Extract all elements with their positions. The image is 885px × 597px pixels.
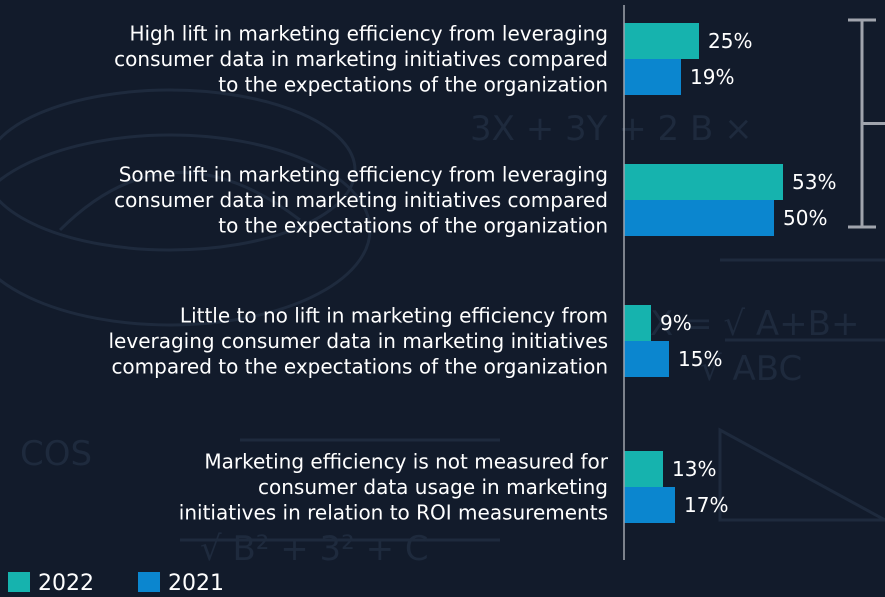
category-label-line: consumer data in marketing initiatives c… — [114, 47, 608, 71]
category-label-line: compared to the expectations of the orga… — [111, 355, 608, 379]
category-label-line: leveraging consumer data in marketing in… — [109, 329, 609, 353]
bar-2022-4 — [624, 451, 663, 487]
labels-layer: High lift in marketing efficiency from l… — [109, 22, 837, 525]
data-label-2021-2: 50% — [783, 206, 827, 230]
bars-layer — [624, 23, 783, 523]
category-label-line: Some lift in marketing efficiency from l… — [119, 163, 608, 187]
category-label-line: consumer data in marketing initiatives c… — [114, 188, 608, 212]
category-label-line: Little to no lift in marketing efficienc… — [180, 304, 608, 328]
data-label-2022-1: 25% — [708, 29, 752, 53]
category-label-line: Marketing efficiency is not measured for — [204, 450, 608, 474]
category-label-line: High lift in marketing efficiency from l… — [129, 22, 608, 46]
legend: 2022 2021 — [8, 571, 224, 596]
data-label-2021-1: 19% — [690, 65, 734, 89]
bar-2022-3 — [624, 305, 651, 341]
data-label-2022-3: 9% — [660, 311, 692, 335]
data-label-2022-4: 13% — [672, 457, 716, 481]
legend-label-2022: 2022 — [38, 571, 94, 596]
data-label-2021-3: 15% — [678, 347, 722, 371]
category-label-line: to the expectations of the organization — [218, 214, 608, 238]
bar-2021-3 — [624, 341, 669, 377]
bar-2021-2 — [624, 200, 774, 236]
category-label-line: to the expectations of the organization — [218, 73, 608, 97]
bar-2022-2 — [624, 164, 783, 200]
legend-label-2021: 2021 — [168, 571, 224, 596]
bar-2021-1 — [624, 59, 681, 95]
legend-swatch-2022 — [8, 572, 30, 592]
data-label-2021-4: 17% — [684, 493, 728, 517]
category-label-line: initiatives in relation to ROI measureme… — [179, 501, 608, 525]
group-bracket — [848, 18, 885, 229]
bar-2021-4 — [624, 487, 675, 523]
category-label-line: consumer data usage in marketing — [258, 475, 608, 499]
bar-2022-1 — [624, 23, 699, 59]
legend-swatch-2021 — [138, 572, 160, 592]
data-label-2022-2: 53% — [792, 170, 836, 194]
